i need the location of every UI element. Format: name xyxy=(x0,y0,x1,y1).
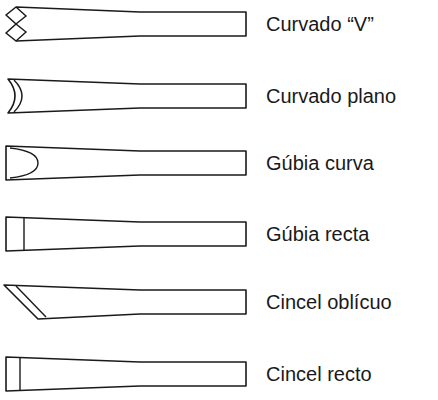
tool-label: Gúbia curva xyxy=(266,152,374,174)
tool-drawing xyxy=(6,7,246,41)
tool-drawing xyxy=(6,146,246,180)
tool-drawing xyxy=(8,79,246,113)
tool-outline xyxy=(4,285,246,319)
blade-edge xyxy=(23,218,24,250)
tool-label: Cincel recto xyxy=(266,363,372,385)
tool-label: Cincel oblícuo xyxy=(266,291,392,313)
tool-outline xyxy=(8,79,246,113)
tool-label: Curvado plano xyxy=(266,85,396,107)
tool-outline xyxy=(6,7,246,41)
blade-edge xyxy=(16,286,46,317)
tool-label: Gúbia recta xyxy=(266,223,369,245)
blade-edge xyxy=(19,358,20,390)
blade-edge xyxy=(14,80,22,112)
tool-label: Curvado “V” xyxy=(266,13,374,35)
tool-outline xyxy=(6,217,246,251)
tool-outline xyxy=(6,357,246,391)
tool-drawing xyxy=(6,357,246,391)
tool-outline xyxy=(6,146,246,180)
tool-drawing xyxy=(6,217,246,251)
blade-edge xyxy=(16,7,26,41)
tool-drawing xyxy=(4,285,246,319)
blade-edge xyxy=(10,148,38,178)
